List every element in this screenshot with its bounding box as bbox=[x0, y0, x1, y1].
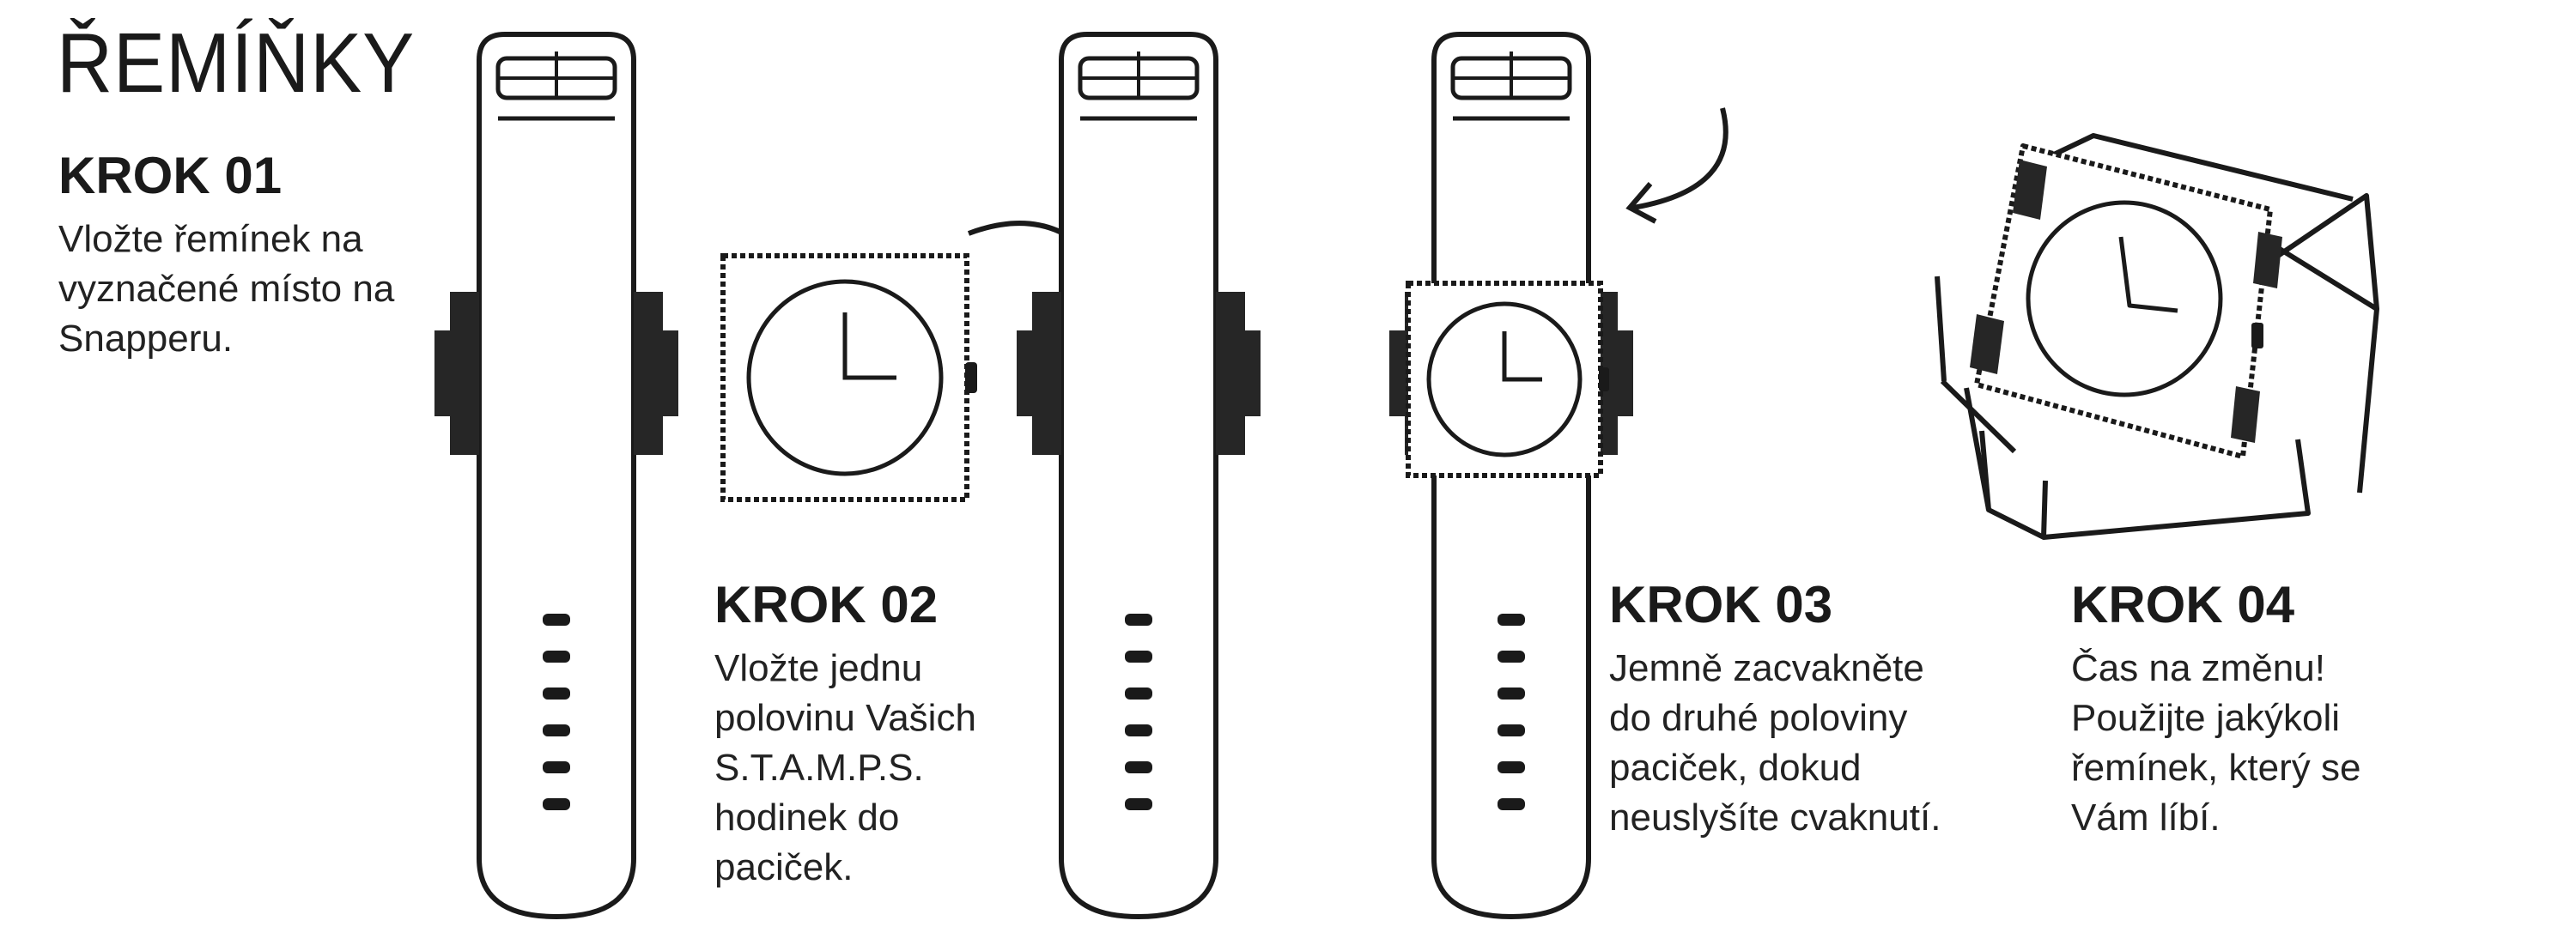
step-3-line: do druhé poloviny bbox=[1609, 697, 1908, 739]
step2-strap-icon bbox=[1017, 34, 1261, 917]
step4-assembled-watch-icon bbox=[1935, 133, 2379, 540]
step-4-heading: KROK 04 bbox=[2071, 576, 2295, 633]
step-2-line: hodinek do bbox=[714, 797, 900, 839]
step-4-line: řemínek, který se bbox=[2071, 747, 2361, 789]
step-2-text: Vložte jednu polovinu Vašich S.T.A.M.P.S… bbox=[714, 644, 976, 893]
step-2-heading: KROK 02 bbox=[714, 576, 939, 633]
step-3-line: paciček, dokud bbox=[1609, 747, 1862, 789]
step-2-line: paciček. bbox=[714, 846, 854, 888]
step-1-heading: KROK 01 bbox=[58, 147, 283, 204]
page-title: ŘEMÍŇKY bbox=[57, 15, 416, 110]
step-2-line: S.T.A.M.P.S. bbox=[714, 747, 924, 789]
step-4-line: Vám líbí. bbox=[2071, 797, 2221, 839]
step-2-line: polovinu Vašich bbox=[714, 697, 976, 739]
step4-snapper-clips-icon bbox=[1970, 160, 2282, 443]
step-1-line: Snapperu. bbox=[58, 318, 234, 360]
step-4-text: Čas na změnu! Použijte jakýkoli řemínek,… bbox=[2071, 644, 2360, 843]
step-1-block: KROK 01 Vložte řemínek na vyznačené míst… bbox=[58, 148, 394, 364]
step-2-block: KROK 02 Vložte jednu polovinu Vašich S.T… bbox=[714, 577, 976, 893]
step-1-line: Vložte řemínek na bbox=[58, 218, 363, 260]
step1-strap-icon bbox=[434, 34, 678, 917]
step-3-block: KROK 03 Jemně zacvakněte do druhé polovi… bbox=[1609, 577, 1941, 843]
step3-curved-arrow-icon bbox=[1632, 107, 1728, 210]
step-1-text: Vložte řemínek na vyznačené místo na Sna… bbox=[58, 215, 394, 364]
step-3-heading: KROK 03 bbox=[1609, 576, 1833, 633]
step-4-line: Čas na změnu! bbox=[2071, 647, 2325, 689]
step-4-line: Použijte jakýkoli bbox=[2071, 697, 2341, 739]
step3-watch-face-icon bbox=[1406, 281, 1609, 478]
step2-watch-face-icon bbox=[720, 253, 977, 502]
step-4-block: KROK 04 Čas na změnu! Použijte jakýkoli … bbox=[2071, 577, 2360, 843]
step-1-line: vyznačené místo na bbox=[58, 268, 395, 310]
step-3-text: Jemně zacvakněte do druhé poloviny pacič… bbox=[1609, 644, 1941, 843]
step-3-line: neuslyšíte cvaknutí. bbox=[1609, 797, 1941, 839]
step-3-line: Jemně zacvakněte bbox=[1609, 647, 1924, 689]
step-2-line: Vložte jednu bbox=[714, 647, 923, 689]
